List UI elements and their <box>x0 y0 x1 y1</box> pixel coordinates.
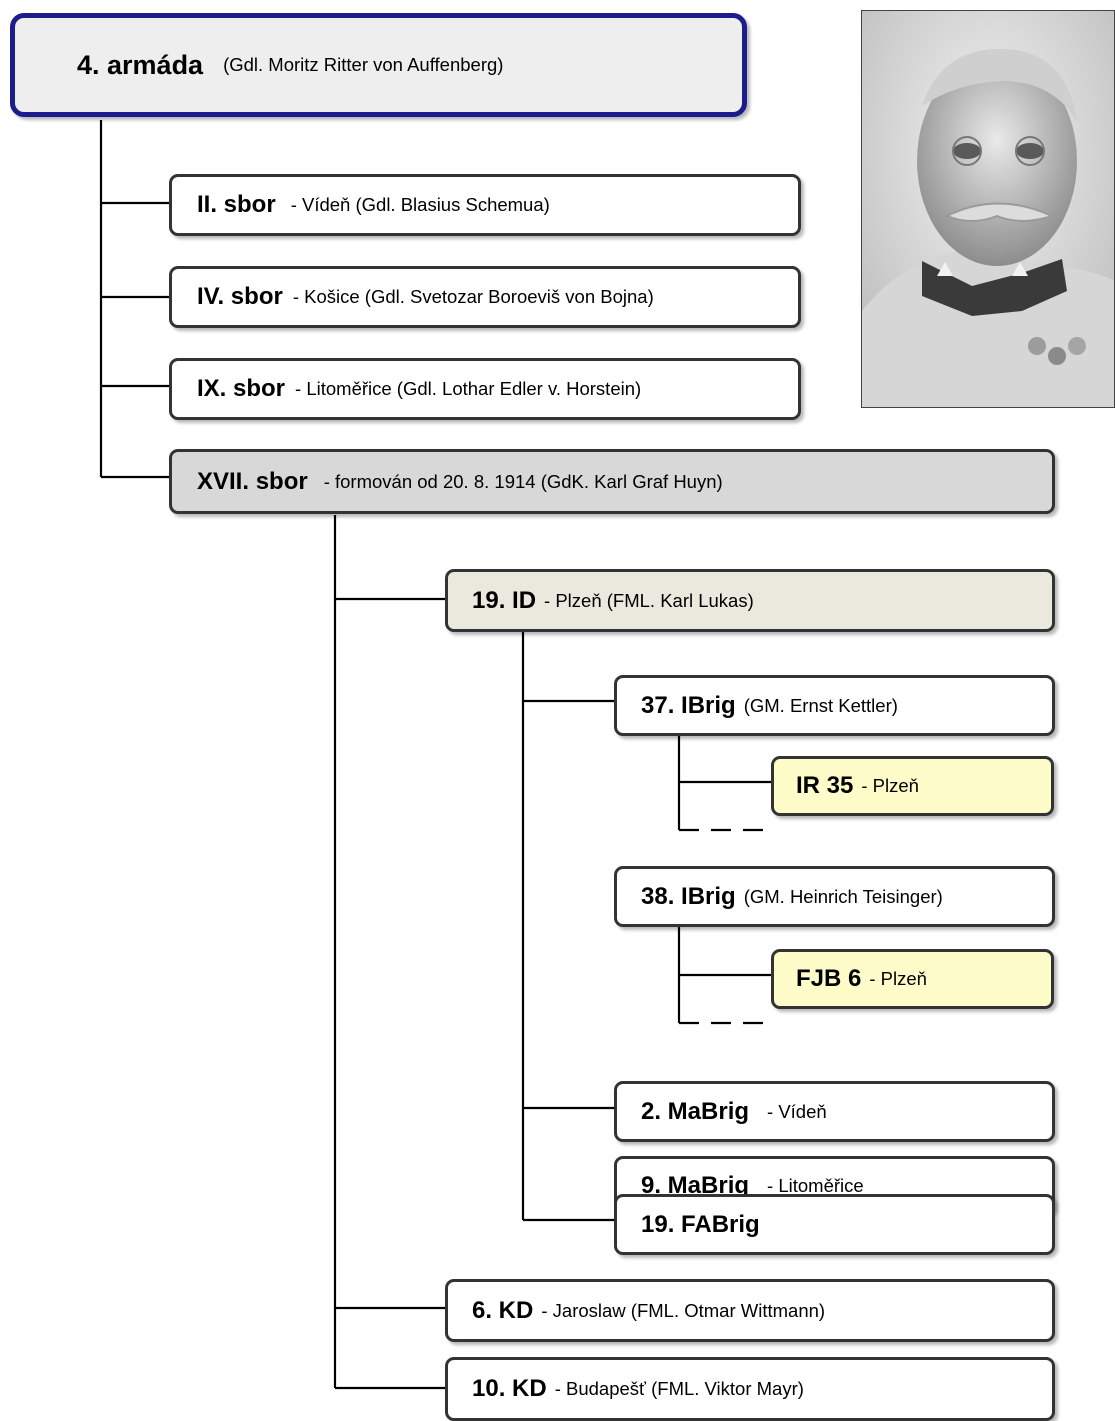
brigade-box-37-ibrig: 37. IBrig (GM. Ernst Kettler) <box>614 675 1055 736</box>
corps-title: IX. sbor <box>197 375 286 402</box>
brigade-title: 37. IBrig <box>641 691 736 719</box>
regiment-title: IR 35 <box>796 772 854 799</box>
brigade-box-2-mabrig: 2. MaBrig - Vídeň <box>614 1081 1055 1142</box>
commander-portrait-photo <box>861 10 1115 408</box>
regiment-box-fjb-6: FJB 6 - Plzeň <box>771 949 1054 1009</box>
corps-box-iv: IV. sbor - Košice (Gdl. Svetozar Boroevi… <box>169 266 801 328</box>
division-title: 10. KD <box>472 1375 547 1402</box>
brigade-box-38-ibrig: 38. IBrig (GM. Heinrich Teisinger) <box>614 866 1055 927</box>
division-box-6-kd: 6. KD - Jaroslaw (FML. Otmar Wittmann) <box>445 1279 1055 1342</box>
regiment-box-ir-35: IR 35 - Plzeň <box>771 756 1054 816</box>
division-title: 19. ID <box>472 586 537 614</box>
corps-detail: - Košice (Gdl. Svetozar Boroeviš von Boj… <box>292 286 654 307</box>
corps-detail: - Litoměřice (Gdl. Lothar Edler v. Horst… <box>295 378 642 399</box>
brigade-title: 19. FABrig <box>641 1210 760 1238</box>
brigade-box-19-fabrig: 19. FABrig <box>614 1194 1055 1255</box>
brigade-detail: - Litoměřice <box>767 1174 864 1196</box>
corps-box-ii: II. sbor - Vídeň (Gdl. Blasius Schemua) <box>169 174 801 236</box>
division-detail: - Budapešť (FML. Viktor Mayr) <box>554 1378 804 1399</box>
division-detail: - Jaroslaw (FML. Otmar Wittmann) <box>541 1299 826 1321</box>
corps-box-xvii: XVII. sbor - formován od 20. 8. 1914 (Gd… <box>169 449 1055 514</box>
regiment-detail: - Plzeň <box>861 775 919 796</box>
corps-box-ix: IX. sbor - Litoměřice (Gdl. Lothar Edler… <box>169 358 801 420</box>
division-detail: - Plzeň (FML. Karl Lukas) <box>544 589 754 611</box>
division-box-10-kd: 10. KD - Budapešť (FML. Viktor Mayr) <box>445 1357 1055 1421</box>
army-commander: (Gdl. Moritz Ritter von Auffenberg) <box>223 54 504 75</box>
corps-title: IV. sbor <box>197 283 283 310</box>
army-title: 4. armáda <box>77 49 204 80</box>
corps-title: XVII. sbor <box>197 467 308 495</box>
corps-detail: - Vídeň (Gdl. Blasius Schemua) <box>290 194 550 215</box>
brigade-detail: - Vídeň <box>767 1100 827 1122</box>
army-box: 4. armáda (Gdl. Moritz Ritter von Auffen… <box>10 13 747 117</box>
brigade-title: 2. MaBrig <box>641 1097 750 1125</box>
corps-title: II. sbor <box>197 191 276 218</box>
division-title: 6. KD <box>472 1296 534 1324</box>
corps-detail: - formován od 20. 8. 1914 (GdK. Karl Gra… <box>323 470 723 492</box>
regiment-detail: - Plzeň <box>869 968 927 989</box>
brigade-title: 38. IBrig <box>641 882 736 910</box>
portrait-illustration <box>862 11 1114 407</box>
brigade-detail: (GM. Heinrich Teisinger) <box>743 885 943 907</box>
regiment-title: FJB 6 <box>796 965 862 992</box>
division-box-19-id: 19. ID - Plzeň (FML. Karl Lukas) <box>445 569 1055 632</box>
brigade-detail: (GM. Ernst Kettler) <box>743 694 898 716</box>
